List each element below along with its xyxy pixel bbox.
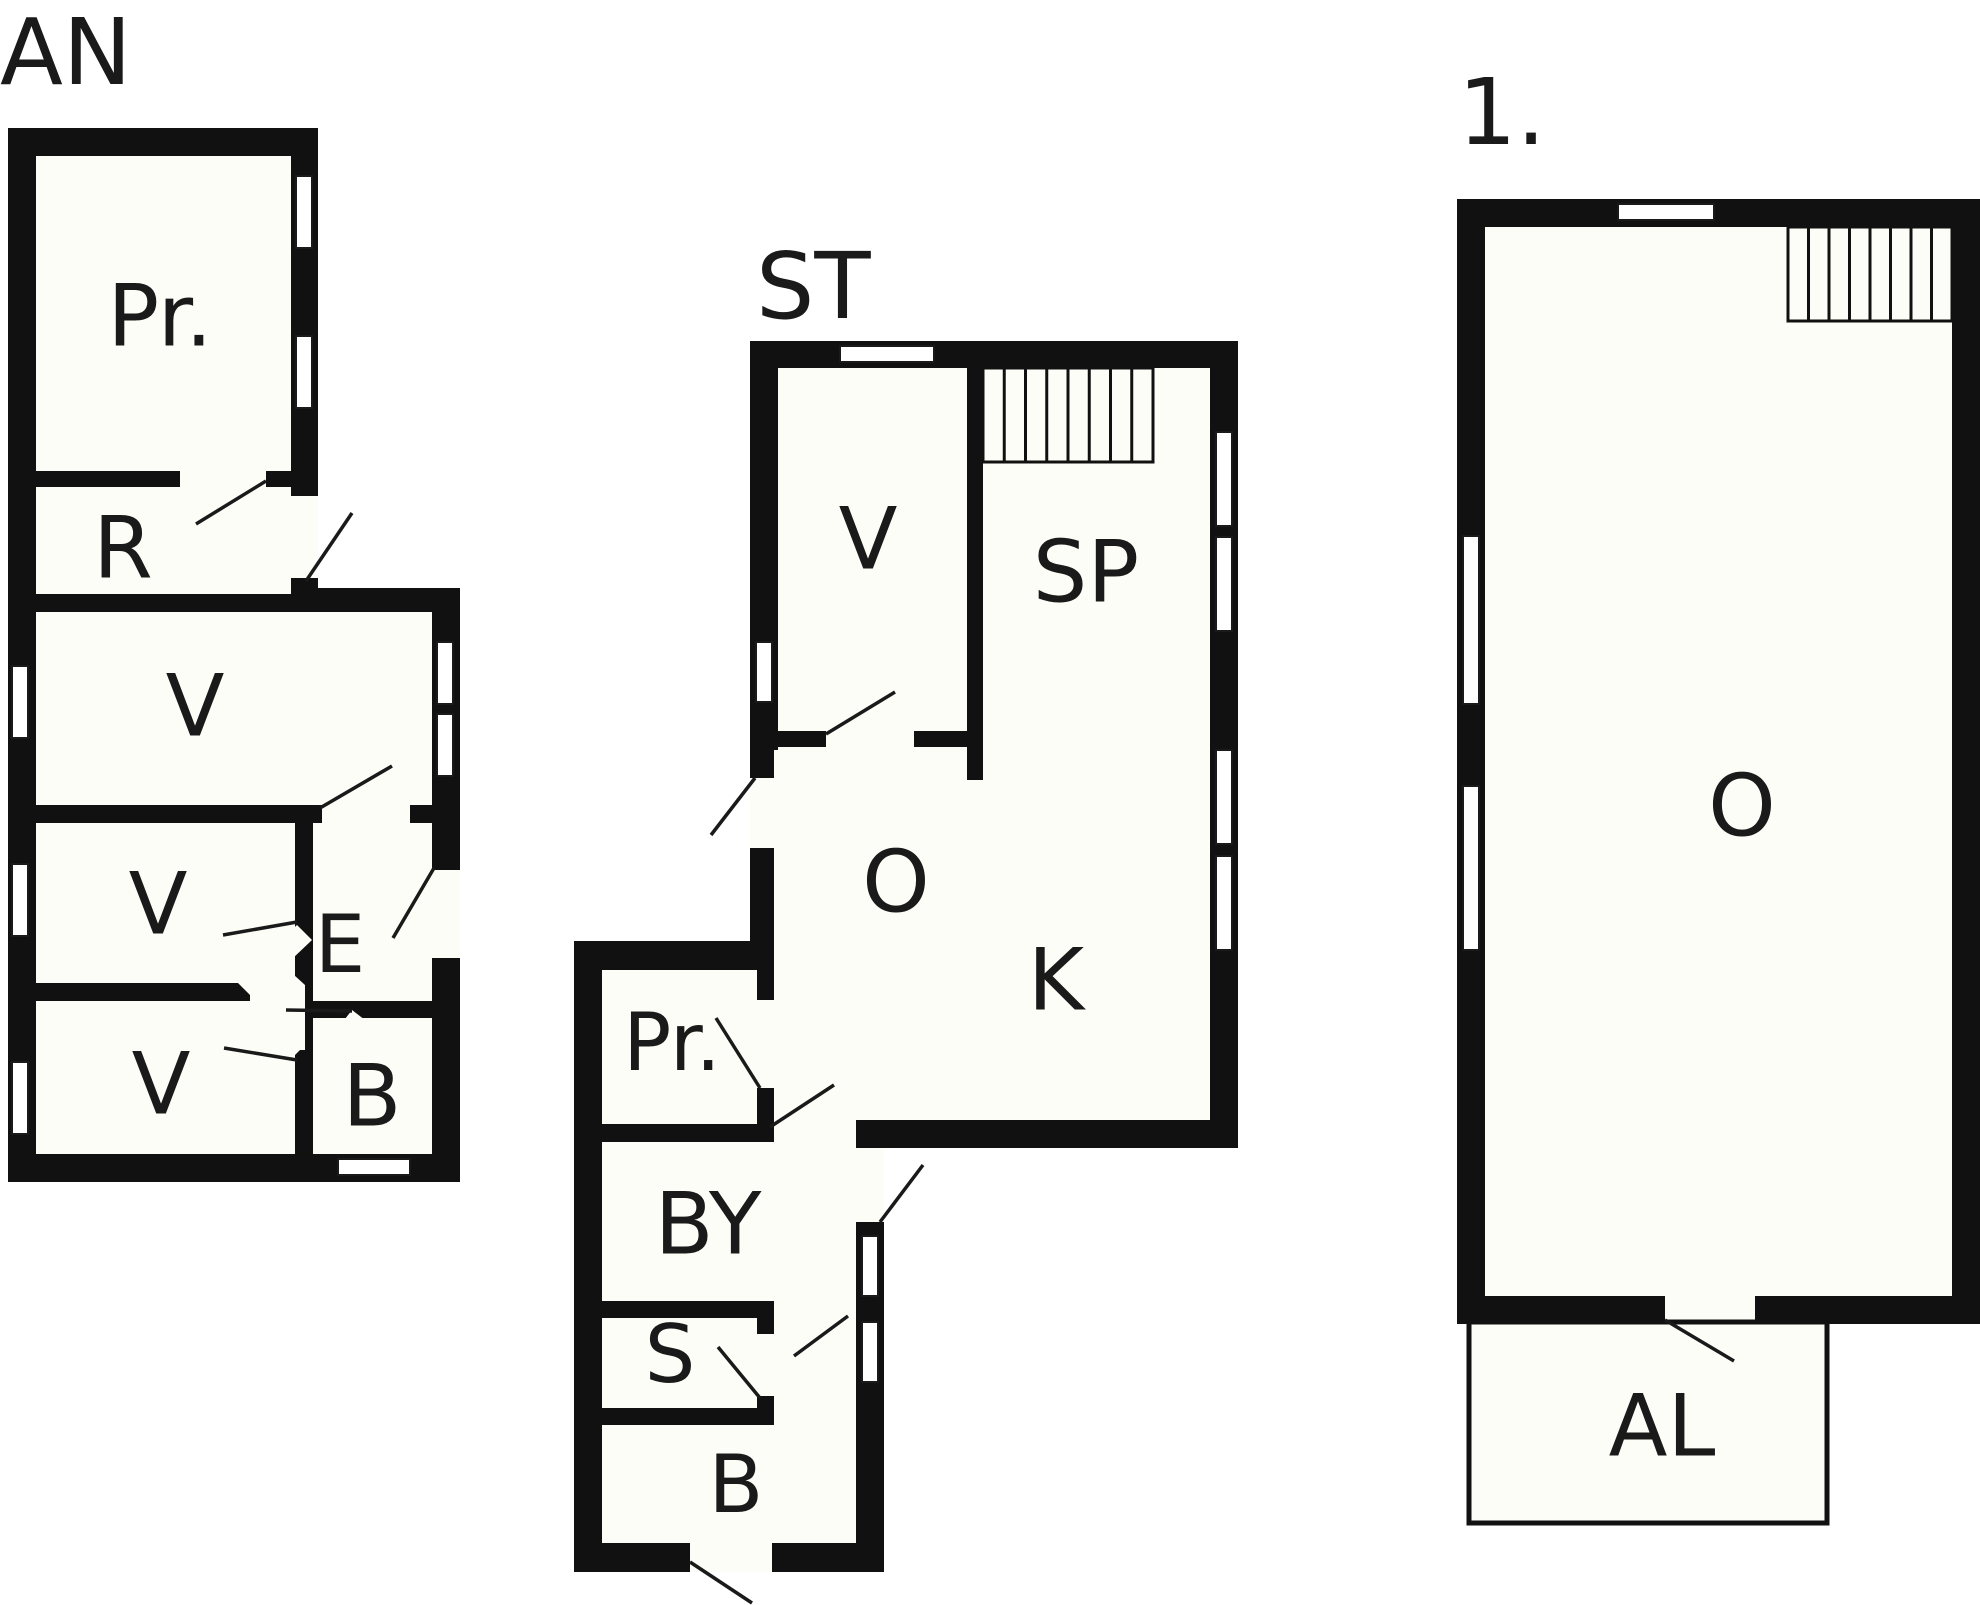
st-window-right-2 bbox=[1215, 536, 1233, 632]
an-label-e: E bbox=[315, 898, 366, 991]
st-label-pr: Pr. bbox=[623, 996, 721, 1089]
an-window-v1-left bbox=[11, 665, 29, 739]
first-room-o bbox=[1485, 227, 1952, 1296]
an-window-pr-2 bbox=[295, 335, 313, 409]
plan-first: O AL bbox=[1457, 199, 1980, 1526]
an-door-e-exterior bbox=[432, 870, 460, 958]
an-window-b-bottom bbox=[337, 1158, 411, 1176]
floor-label-first: 1. bbox=[1458, 59, 1546, 166]
st-wall-by-bottom bbox=[574, 1301, 774, 1318]
an-window-v2-left bbox=[11, 863, 29, 937]
st-window-right-3 bbox=[1215, 749, 1233, 845]
an-swing-v1-e bbox=[319, 764, 393, 810]
an-window-v1-right-2 bbox=[436, 713, 454, 777]
an-door-pr-r bbox=[180, 471, 266, 487]
st-room-v bbox=[778, 368, 967, 731]
an-swing-v3 bbox=[223, 1046, 298, 1062]
st-door-v-o bbox=[826, 731, 914, 747]
first-window-left-2 bbox=[1462, 785, 1480, 951]
st-window-left-v bbox=[755, 641, 773, 703]
an-door-v3-hall bbox=[233, 1005, 300, 1062]
st-door-b-exterior bbox=[690, 1543, 772, 1572]
first-label-o: O bbox=[1708, 756, 1776, 856]
an-room-e bbox=[313, 823, 432, 1001]
st-swing-by-s bbox=[792, 1314, 850, 1358]
st-label-s: S bbox=[645, 1308, 696, 1401]
an-swing-e-exterior bbox=[391, 867, 436, 939]
an-room-r bbox=[36, 487, 291, 594]
st-wall-s-bottom bbox=[574, 1408, 774, 1425]
floor-label-st: ST bbox=[756, 233, 871, 340]
st-swing-o-exterior bbox=[709, 776, 757, 837]
st-swing-by-exterior bbox=[878, 1163, 925, 1224]
st-door-o-exterior bbox=[750, 778, 778, 848]
first-window-top bbox=[1617, 203, 1715, 221]
st-door-k-by bbox=[774, 1124, 856, 1142]
st-room-pr bbox=[602, 970, 757, 1124]
first-label-al: AL bbox=[1609, 1376, 1716, 1476]
an-room-pr bbox=[36, 156, 291, 471]
st-window-right-4 bbox=[1215, 855, 1233, 951]
st-label-o: O bbox=[862, 832, 930, 932]
an-room-v1 bbox=[36, 612, 432, 805]
st-window-top bbox=[839, 345, 935, 363]
first-stairs bbox=[1786, 225, 1954, 323]
an-swing-v2 bbox=[222, 920, 298, 937]
an-door-v2-hall bbox=[237, 925, 312, 997]
an-label-b: B bbox=[343, 1046, 402, 1146]
st-swing-b-exterior bbox=[689, 1560, 753, 1605]
first-door-al bbox=[1665, 1296, 1755, 1324]
an-window-v3-left bbox=[11, 1061, 29, 1135]
first-swing-al bbox=[1664, 1318, 1735, 1363]
st-room-b bbox=[602, 1425, 856, 1543]
st-door-pr bbox=[757, 1000, 774, 1088]
st-wall-v-right bbox=[967, 368, 983, 780]
first-room-al bbox=[1466, 1319, 1830, 1526]
an-swing-pr-r bbox=[195, 479, 267, 526]
st-label-by: BY bbox=[655, 1174, 762, 1274]
st-swing-v-o bbox=[825, 690, 896, 736]
an-label-r: R bbox=[93, 498, 153, 598]
st-window-by-2 bbox=[861, 1321, 879, 1383]
st-swing-pr bbox=[714, 1017, 762, 1089]
st-swing-k-by bbox=[769, 1083, 835, 1129]
plan-an: Pr. R V V E V B bbox=[8, 128, 460, 1182]
first-window-left-1 bbox=[1462, 535, 1480, 705]
st-door-by-exterior bbox=[856, 1148, 884, 1222]
an-label-v3: V bbox=[132, 1034, 191, 1134]
an-door-v1-e bbox=[322, 805, 410, 823]
st-label-k: K bbox=[1028, 930, 1087, 1030]
st-label-b: B bbox=[709, 1438, 764, 1531]
st-label-v: V bbox=[839, 489, 898, 589]
an-label-pr: Pr. bbox=[107, 266, 212, 366]
an-door-b-hall bbox=[313, 1010, 365, 1070]
floor-label-an: AN bbox=[0, 0, 132, 106]
st-stairs bbox=[981, 366, 1155, 464]
an-swing-b bbox=[285, 1008, 353, 1013]
st-swing-s bbox=[716, 1345, 762, 1400]
an-swing-r-exterior bbox=[304, 512, 354, 582]
an-label-v1: V bbox=[166, 656, 225, 756]
st-window-by-1 bbox=[861, 1235, 879, 1297]
st-window-right-1 bbox=[1215, 431, 1233, 527]
an-window-v1-right-1 bbox=[436, 641, 454, 705]
an-window-pr-1 bbox=[295, 175, 313, 249]
st-label-sp: SP bbox=[1033, 522, 1139, 622]
plan-st: V SP O K Pr. BY S B bbox=[574, 341, 1238, 1605]
st-door-by-s bbox=[780, 1301, 846, 1318]
st-wall-pr-bottom bbox=[574, 1124, 774, 1142]
an-door-r-exterior bbox=[291, 496, 318, 578]
st-door-s bbox=[757, 1334, 774, 1396]
an-label-v2: V bbox=[129, 854, 188, 954]
